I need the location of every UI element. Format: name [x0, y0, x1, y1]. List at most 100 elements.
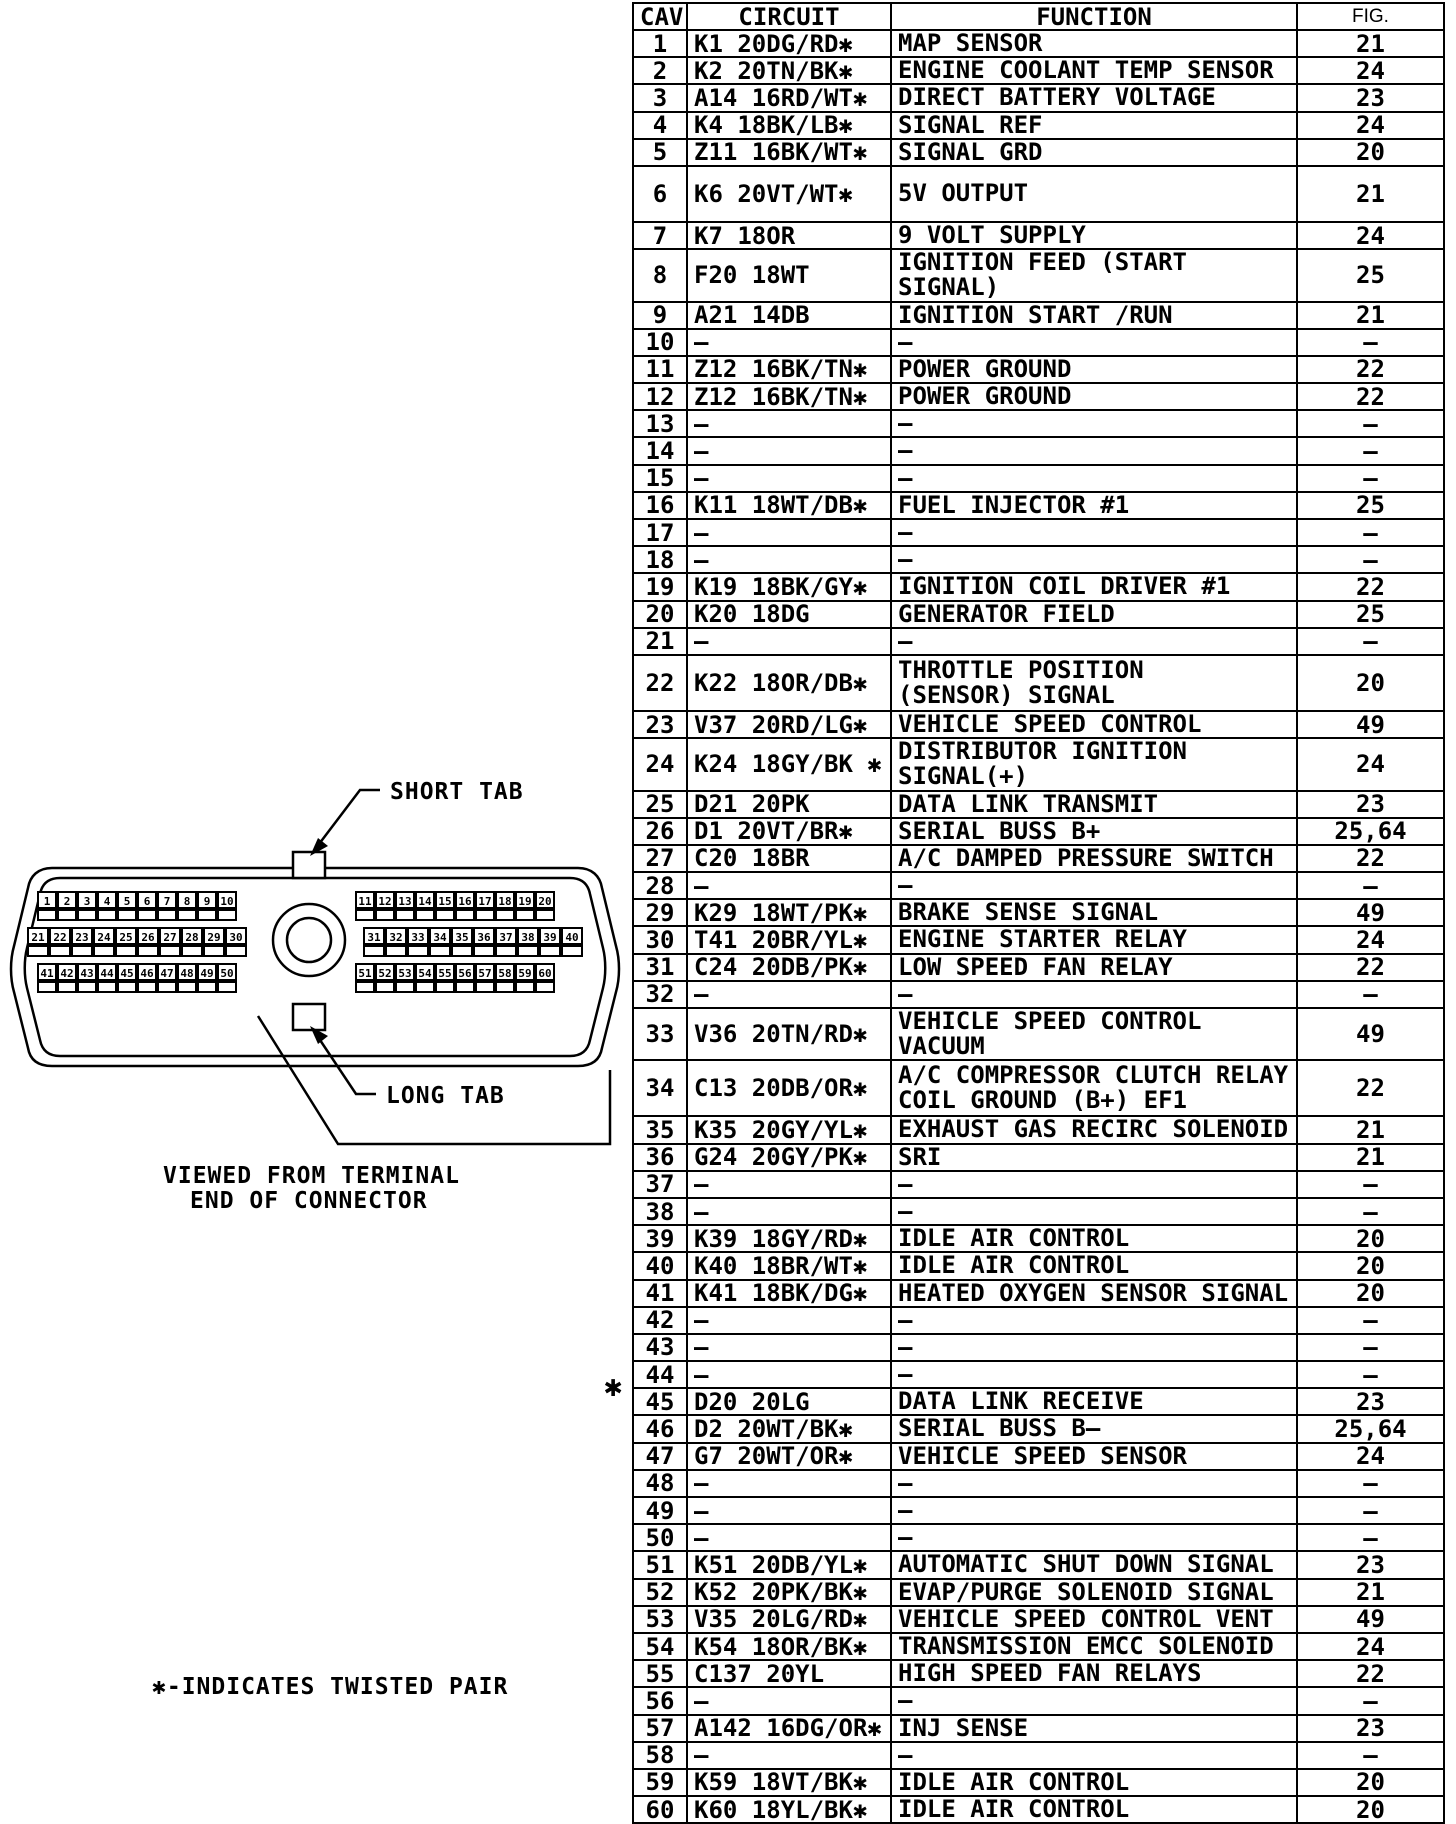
fig-cell: — — [1296, 517, 1445, 548]
pin-cavity — [57, 963, 77, 981]
pin-number: 25 — [119, 931, 132, 944]
fig-cell: 21 — [1296, 1577, 1445, 1607]
pin-number: 18 — [498, 895, 511, 908]
short-tab — [291, 850, 327, 880]
fig-cell: 23 — [1296, 83, 1445, 113]
pin-number: 11 — [358, 895, 372, 908]
cav-cell: 11 — [632, 354, 688, 385]
pin-cavity — [515, 891, 535, 909]
connector-bracket — [256, 1015, 612, 1146]
function-cell: EXHAUST GAS RECIRC SOLENOID — [890, 1115, 1298, 1145]
circuit-cell: K2 20TN/BK✱ — [686, 56, 892, 86]
table-row: 10——— — [632, 327, 1445, 357]
pin-cavity-lower — [435, 909, 455, 921]
long-tab-leader — [314, 1033, 376, 1096]
circuit-cell: C137 20YL — [686, 1659, 892, 1689]
pin-cavity-lower — [375, 909, 395, 921]
pin-cavity — [177, 963, 197, 981]
circuit-cell: K54 18OR/BK✱ — [686, 1631, 892, 1662]
function-cell: MAP SENSOR — [890, 28, 1298, 59]
circuit-cell: — — [686, 1740, 892, 1770]
fig-cell: 25 — [1296, 490, 1445, 521]
fig-cell: — — [1296, 1495, 1445, 1526]
cav-cell: 8 — [632, 248, 688, 303]
short-tab-leader — [315, 788, 380, 849]
connector-outer-shell — [9, 866, 621, 1068]
short-tab-label: SHORT TAB — [390, 779, 524, 805]
pin-cavity — [97, 891, 117, 909]
pin-number: 32 — [389, 931, 402, 944]
fig-cell: 21 — [1296, 164, 1445, 223]
pin-number: 26 — [141, 931, 155, 944]
pin-cavity-lower — [197, 909, 217, 921]
circuit-cell: A21 14DB — [686, 300, 892, 330]
circuit-cell: D21 20PK — [686, 789, 892, 819]
pin-number: 53 — [398, 967, 411, 980]
pin-cavity — [535, 891, 555, 909]
function-cell: INJ SENSE — [890, 1713, 1298, 1743]
pin-number: 7 — [164, 895, 171, 908]
pin-number: 57 — [478, 967, 491, 980]
pin-number: 13 — [398, 895, 411, 908]
cav-cell: 56 — [632, 1686, 688, 1716]
fig-cell: 21 — [1296, 1142, 1445, 1172]
pin-number: 45 — [120, 967, 133, 980]
cav-cell: 57 — [632, 1713, 688, 1743]
pin-cavity — [355, 891, 375, 909]
fig-cell: 20 — [1296, 137, 1445, 167]
cav-cell: 51 — [632, 1550, 688, 1580]
pin-number: 3 — [84, 895, 91, 908]
caption-line-1: VIEWED FROM TERMINAL — [163, 1163, 460, 1189]
fig-cell: 22 — [1296, 572, 1445, 602]
circuit-cell: — — [686, 517, 892, 548]
pin-number: 60 — [538, 967, 551, 980]
function-cell: VEHICLE SPEED CONTROL VENT — [890, 1604, 1298, 1634]
function-cell: HIGH SPEED FAN RELAYS — [890, 1659, 1298, 1689]
fig-cell: 20 — [1296, 653, 1445, 712]
table-row: 48——— — [632, 1468, 1445, 1499]
fig-cell: 20 — [1296, 1251, 1445, 1281]
table-row: 43——— — [632, 1332, 1445, 1363]
function-cell: THROTTLE POSITION (SENSOR) SIGNAL — [890, 653, 1298, 712]
fig-cell: — — [1296, 1169, 1445, 1199]
pin-cavity-lower — [97, 909, 117, 921]
pin-number: 42 — [60, 967, 73, 980]
function-cell: A/C COMPRESSOR CLUTCH RELAY COIL GROUND … — [890, 1059, 1298, 1118]
pin-cavity — [355, 963, 375, 981]
header-cav: CAV — [632, 2, 688, 31]
fig-cell: — — [1296, 436, 1445, 466]
pin-cavity-lower — [475, 909, 495, 921]
pin-number: 20 — [538, 895, 551, 908]
pin-cavity-lower — [49, 945, 71, 957]
circuit-cell: — — [686, 1169, 892, 1199]
circuit-cell: — — [686, 871, 892, 901]
circuit-cell: Z12 16BK/TN✱ — [686, 354, 892, 385]
function-cell: — — [890, 463, 1298, 493]
pin-cavity-lower — [97, 981, 117, 993]
pin-number: 33 — [411, 931, 424, 944]
pin-number: 49 — [200, 967, 213, 980]
fig-cell: 49 — [1296, 898, 1445, 928]
cav-cell: 24 — [632, 737, 688, 792]
pin-cavity — [375, 891, 395, 909]
pin-number: 48 — [180, 967, 193, 980]
pin-cavity-lower — [77, 909, 97, 921]
function-cell: GENERATOR FIELD — [890, 599, 1298, 629]
circuit-cell: Z11 16BK/WT✱ — [686, 137, 892, 167]
table-row: 17——— — [632, 517, 1445, 548]
pin-number: 8 — [184, 895, 191, 908]
fig-cell: — — [1296, 409, 1445, 439]
fig-cell: 22 — [1296, 1659, 1445, 1689]
cav-cell: 39 — [632, 1224, 688, 1254]
pin-cavity — [415, 963, 435, 981]
circuit-cell: — — [686, 1332, 892, 1363]
function-cell: VEHICLE SPEED CONTROL — [890, 709, 1298, 740]
long-tab-arrow — [310, 1026, 328, 1044]
cav-cell: 3 — [632, 83, 688, 113]
